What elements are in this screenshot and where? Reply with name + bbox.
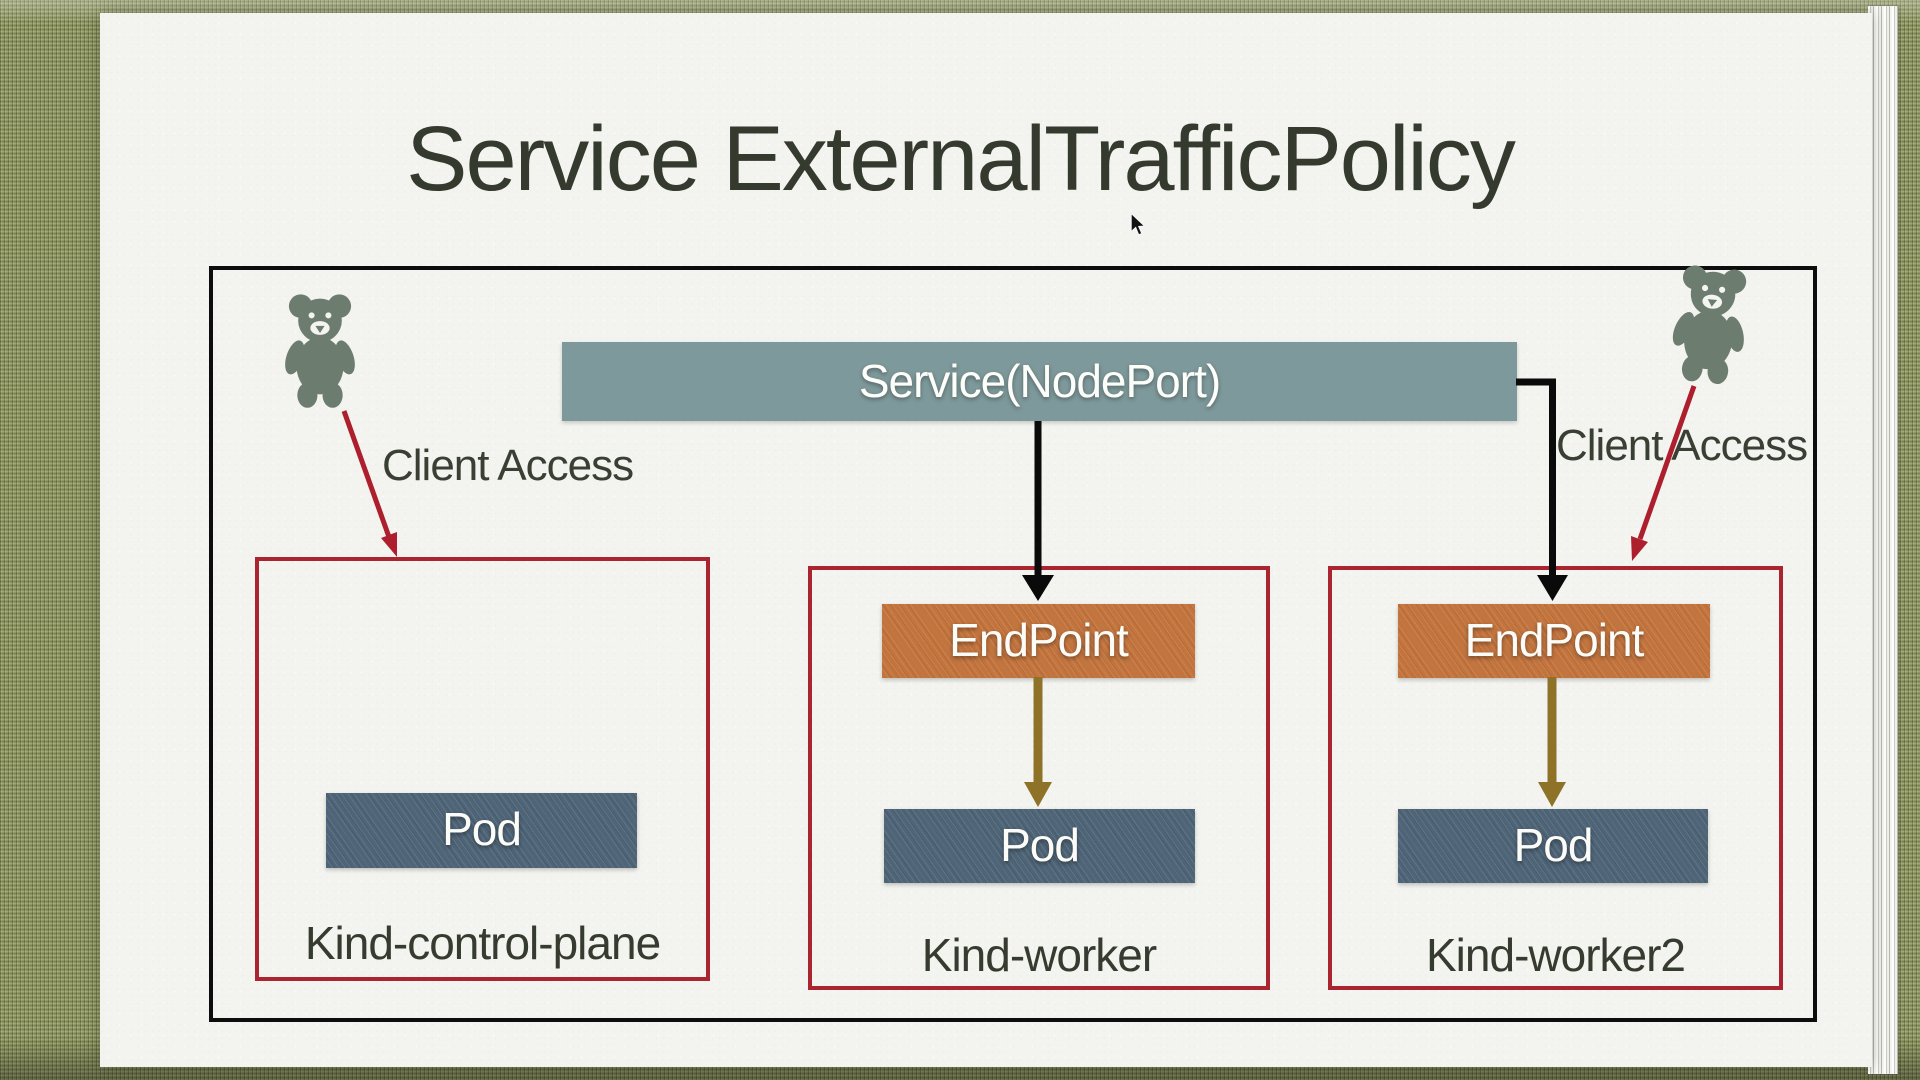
teddy-bear-icon-left xyxy=(285,294,355,408)
arrow-client-to-worker2 xyxy=(1631,385,1697,561)
arrow-endpoint-to-pod-worker xyxy=(1024,677,1052,807)
pod-label: Pod xyxy=(442,803,522,855)
endpoint-label: EndPoint xyxy=(1464,614,1645,666)
arrow-service-to-endpoint-worker xyxy=(1022,421,1054,601)
pod-label: Pod xyxy=(1000,819,1080,871)
node-box-kind-worker2: EndPoint Pod Kind-worker2 xyxy=(1328,566,1783,990)
arrow-service-to-endpoint-worker2 xyxy=(1516,378,1568,601)
pod-label: Pod xyxy=(1513,819,1594,871)
mouse-cursor xyxy=(1130,212,1147,236)
pod-box-worker2: Pod xyxy=(1398,809,1708,883)
cluster-frame xyxy=(209,266,1817,1022)
node-label-kind-control-plane: Kind-control-plane xyxy=(304,917,661,969)
teddy-bear-icon-right xyxy=(1672,265,1747,385)
node-label-kind-worker: Kind-worker xyxy=(921,929,1157,981)
service-nodeport-label: Service(NodePort) xyxy=(858,355,1221,407)
client-access-label-right: Client Access xyxy=(1556,421,1808,470)
pod-box-control-plane: Pod xyxy=(326,793,637,868)
node-label-kind-worker2: Kind-worker2 xyxy=(1426,929,1686,981)
node-box-kind-control-plane: Pod Kind-control-plane xyxy=(255,557,710,981)
arrow-endpoint-to-pod-worker2 xyxy=(1538,677,1566,807)
client-access-label-left: Client Access xyxy=(382,441,634,490)
page-edge xyxy=(1868,6,1898,1074)
service-nodeport-bar: Service(NodePort) xyxy=(562,342,1517,421)
endpoint-label: EndPoint xyxy=(949,614,1129,666)
pod-box-worker: Pod xyxy=(884,809,1195,883)
endpoint-box-worker: EndPoint xyxy=(882,604,1195,678)
slide-title: Service ExternalTrafficPolicy xyxy=(406,108,1516,210)
arrow-client-to-control-plane xyxy=(341,410,397,557)
endpoint-box-worker2: EndPoint xyxy=(1398,604,1710,678)
